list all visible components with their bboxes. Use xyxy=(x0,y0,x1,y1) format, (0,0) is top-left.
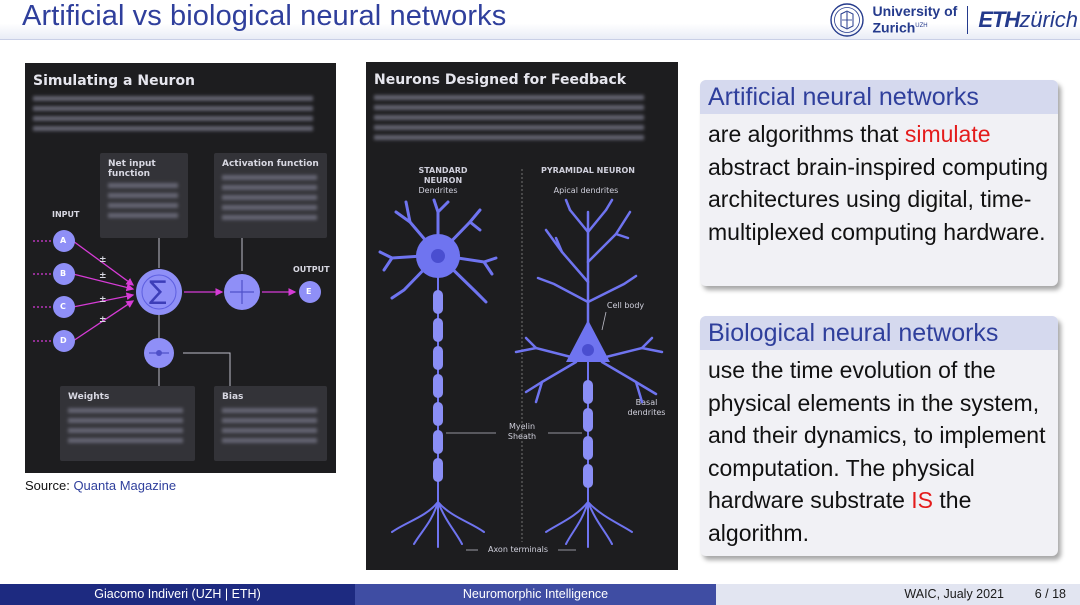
node-d xyxy=(53,330,75,352)
sign-1: ± xyxy=(99,255,107,265)
activation-blurred xyxy=(222,175,317,220)
figure-left-blurred-intro xyxy=(33,96,313,131)
block-biological-title: Biological neural networks xyxy=(700,316,1058,350)
uzh-wordmark: University of ZurichUZH xyxy=(873,4,958,36)
eth-wordmark: ETHzürich xyxy=(978,7,1078,33)
node-e-label: E xyxy=(306,287,312,296)
footer-event: WAIC, Jualy 2021 xyxy=(904,587,1004,601)
panel-bias: Bias xyxy=(214,386,327,461)
sign-2: ± xyxy=(99,271,107,281)
block2-text-pre: use the time evolution of the physical e… xyxy=(708,357,1046,513)
node-c-label: C xyxy=(60,302,66,311)
figure-middle-title: Neurons Designed for Feedback xyxy=(374,72,627,88)
block1-text-post: abstract brain-inspired computing archit… xyxy=(708,153,1049,245)
block-biological: Biological neural networks use the time … xyxy=(700,316,1058,556)
block-artificial-title: Artificial neural networks xyxy=(700,80,1058,114)
logo-area: University of ZurichUZH ETHzürich xyxy=(827,2,1078,38)
source-link[interactable]: Quanta Magazine xyxy=(73,478,177,493)
sign-4: ± xyxy=(99,315,107,325)
uzh-line1: University of xyxy=(872,3,958,20)
logo-separator xyxy=(967,6,969,34)
figure-left-title: Simulating a Neuron xyxy=(33,73,196,89)
figure-middle-blurred-intro xyxy=(374,95,644,145)
block-biological-body: use the time evolution of the physical e… xyxy=(700,350,1058,555)
footer-talk-title: Neuromorphic Intelligence xyxy=(355,584,716,605)
node-a xyxy=(53,230,75,252)
panel-activation: Activation function xyxy=(214,153,327,238)
uzh-line2: Zurich xyxy=(872,19,916,36)
eth-bold: ETH xyxy=(978,7,1020,32)
sign-3: ± xyxy=(99,295,107,305)
basal-label: Basal dendrites xyxy=(627,398,666,417)
node-e xyxy=(299,281,321,303)
footer-author: Giacomo Indiveri (UZH | ETH) xyxy=(0,584,355,605)
apical-label: Apical dendrites xyxy=(553,186,619,195)
source-prefix: Source: xyxy=(25,478,70,493)
output-label: OUTPUT xyxy=(293,265,330,274)
block-artificial: Artificial neural networks are algorithm… xyxy=(700,80,1058,286)
node-d-label: D xyxy=(60,336,67,345)
axon-label: Axon terminals xyxy=(487,545,549,554)
node-c xyxy=(53,296,75,318)
footer-right: WAIC, Jualy 2021 6 / 18 xyxy=(716,584,1080,605)
block1-text-pre: are algorithms that xyxy=(708,121,905,147)
slide-title: Artificial vs biological neural networks xyxy=(22,0,507,32)
node-a-label: A xyxy=(60,236,67,245)
neurons-graphic xyxy=(378,169,664,551)
net-input-blurred xyxy=(108,183,178,223)
figure-neurons-feedback: Neurons Designed for Feedback STANDARD N… xyxy=(366,62,678,570)
eth-italic: zürich xyxy=(1019,7,1078,32)
weights-label: Weights xyxy=(68,392,110,402)
slide-footer: Giacomo Indiveri (UZH | ETH) Neuromorphi… xyxy=(0,584,1080,605)
block2-text-post: the algorithm. xyxy=(708,487,972,546)
panel-net-input: Net input function xyxy=(100,153,188,238)
block1-text-highlight: simulate xyxy=(904,121,991,147)
dendrites-label: Dendrites xyxy=(418,186,458,195)
bias-blurred xyxy=(222,408,317,448)
uzh-mark: UZH xyxy=(915,23,928,30)
figure-simulating-neuron: Simulating a Neuron Net input function A… xyxy=(25,63,336,473)
neuron-diagram-graphic xyxy=(33,230,321,386)
standard-neuron-label: STANDARD NEURON xyxy=(418,166,468,185)
footer-page-number: 6 / 18 xyxy=(1034,587,1066,601)
sum-symbol: ∑ xyxy=(149,276,167,306)
panel-weights: Weights xyxy=(60,386,195,461)
net-input-label: Net input function xyxy=(108,159,156,179)
node-b xyxy=(53,263,75,285)
node-b-label: B xyxy=(60,269,67,278)
input-label: INPUT xyxy=(52,210,80,219)
weights-blurred xyxy=(68,408,183,448)
block-artificial-body: are algorithms that simulate abstract br… xyxy=(700,114,1058,254)
bias-label: Bias xyxy=(222,392,244,402)
activation-label: Activation function xyxy=(222,159,319,169)
slide-header: Artificial vs biological neural networks… xyxy=(0,0,1080,40)
uzh-seal-icon xyxy=(829,3,864,37)
pyramidal-neuron-label: PYRAMIDAL NEURON xyxy=(541,166,635,175)
source-caption: Source: Quanta Magazine xyxy=(25,478,176,493)
block2-text-highlight: IS xyxy=(911,487,934,513)
cell-body-label: Cell body xyxy=(606,301,645,310)
